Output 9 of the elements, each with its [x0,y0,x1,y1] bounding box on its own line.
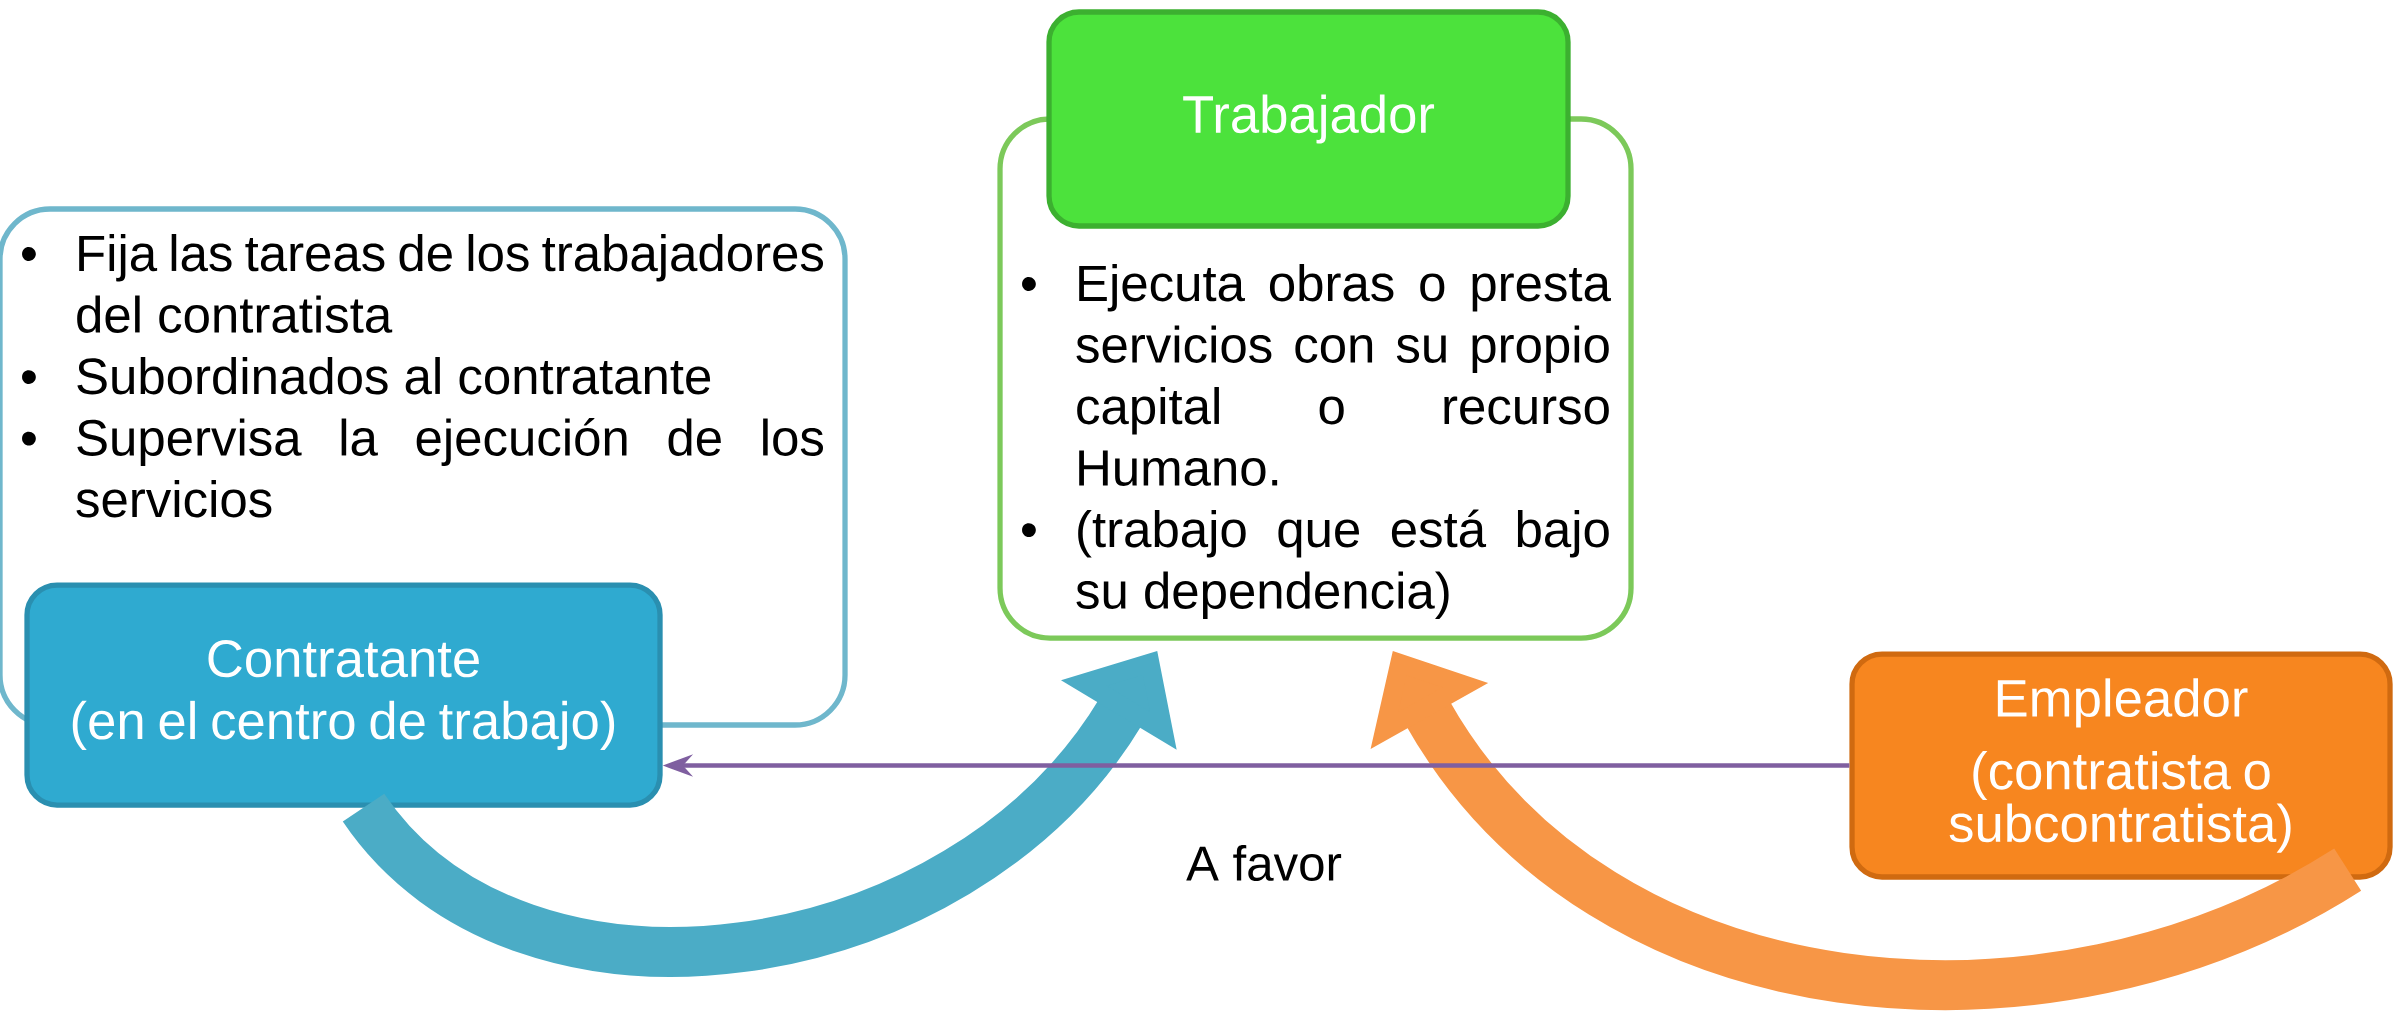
bullet: • [22,370,36,384]
title-box: Contratante (en el centro de trabajo) [24,582,663,808]
bullet: • [22,431,36,446]
title-box: Empleador (contratista o subcontratista) [1849,651,2393,880]
edge-label: A favor [1179,837,1349,889]
bullet: • [1022,523,1036,537]
bullet: • [1022,277,1036,291]
title-box: Trabajador [1046,9,1571,229]
bullet: • [22,247,36,261]
